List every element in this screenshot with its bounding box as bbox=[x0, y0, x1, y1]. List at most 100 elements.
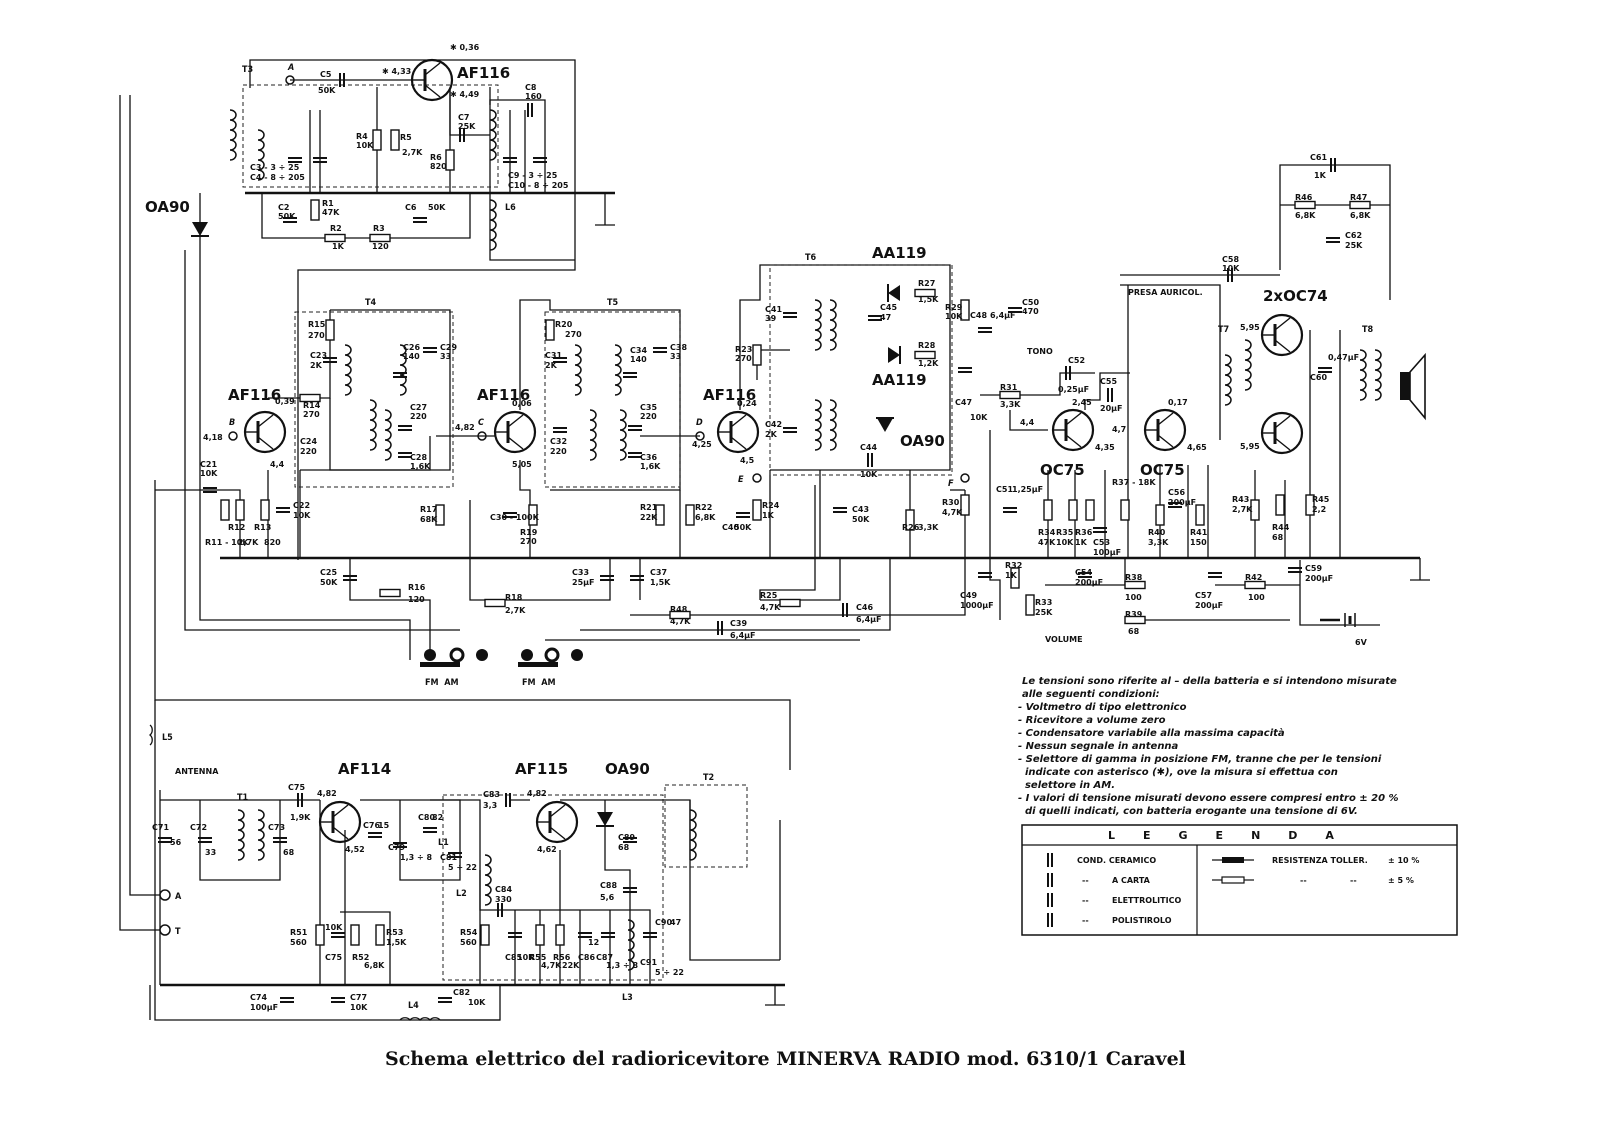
component-ref: R14 bbox=[303, 401, 321, 410]
transistor-label: AF116 bbox=[457, 64, 510, 82]
component-value: 270 bbox=[308, 331, 325, 340]
component-ref: C23 bbox=[310, 351, 327, 360]
component-ref: R28 bbox=[918, 341, 936, 350]
component-value: 68 bbox=[618, 843, 630, 852]
diode-label: OA90 bbox=[145, 198, 190, 216]
legend-dash: -- bbox=[1300, 876, 1307, 885]
diode-symbols bbox=[191, 222, 901, 827]
component-ref: R24 bbox=[762, 501, 780, 510]
passive-components bbox=[157, 72, 1371, 1003]
component-value: 2K bbox=[765, 430, 778, 439]
component-value: 2,7K bbox=[1232, 505, 1253, 514]
voltage-value: 4,5 bbox=[740, 456, 755, 465]
component-ref: C86 bbox=[578, 953, 595, 962]
component-value: 2K bbox=[545, 361, 558, 370]
component-ref: C50 bbox=[1022, 298, 1039, 307]
voltage-readings: ✱ 0,36 ✱ 4,33 ✱ 4,49 0,39 4,18 4,4 4,82 … bbox=[203, 43, 1260, 854]
note-line: indicate con asterisco (✱), ove la misur… bbox=[1018, 767, 1338, 778]
component-ref: R4 bbox=[356, 132, 368, 141]
component-ref: R42 bbox=[1245, 573, 1262, 582]
component-ref: R19 bbox=[520, 528, 538, 537]
note-line: - Selettore di gamma in posizione FM, tr… bbox=[1018, 754, 1382, 765]
legend-dash: -- bbox=[1082, 896, 1089, 905]
component-value: 33 bbox=[205, 848, 216, 857]
component-value: 2,7K bbox=[402, 148, 423, 157]
component-value: 1K bbox=[762, 511, 775, 520]
transistor-label: OC75 bbox=[1040, 461, 1085, 479]
test-point-label: A bbox=[287, 63, 294, 73]
component-value: 50K bbox=[852, 515, 870, 524]
component-value: 1,5K bbox=[386, 938, 407, 947]
component-ref: C32 bbox=[550, 437, 567, 446]
component-value: 6,8K bbox=[1295, 211, 1316, 220]
block-label: T6 bbox=[805, 253, 817, 263]
component-ref: C52 bbox=[1068, 356, 1085, 365]
component-ref: R5 bbox=[400, 133, 412, 142]
component-ref: R11 - 10K bbox=[205, 538, 249, 547]
component-value: 3,3 bbox=[483, 801, 497, 810]
component-ref: C90 bbox=[655, 918, 672, 927]
component-value: 20μF bbox=[1100, 404, 1122, 413]
component-value: 270 bbox=[520, 537, 537, 546]
note-line: - I valori di tensione misurati devono e… bbox=[1018, 793, 1399, 804]
component-value: 3,3K bbox=[918, 523, 939, 532]
measurement-notes: Le tensioni sono riferite al – della bat… bbox=[1018, 676, 1399, 817]
transistor-label: OC75 bbox=[1140, 461, 1185, 479]
block-label: L4 bbox=[408, 1001, 419, 1011]
component-value: 160 bbox=[525, 92, 542, 101]
component-value: 270 bbox=[303, 410, 320, 419]
component-ref: R13 bbox=[254, 523, 271, 532]
note-line: - Voltmetro di tipo elettronico bbox=[1018, 702, 1187, 713]
component-ref: R37 - 18K bbox=[1112, 478, 1156, 487]
component-ref: C51 bbox=[996, 485, 1013, 494]
component-ref: R29 bbox=[945, 303, 963, 312]
transistor-label: AF115 bbox=[515, 760, 568, 778]
note-line: selettore in AM. bbox=[1018, 780, 1115, 791]
component-ref: C31 bbox=[545, 351, 562, 360]
test-point-label: C bbox=[478, 418, 484, 428]
component-value: 6,4μF bbox=[856, 615, 882, 624]
voltage-value: 0,24 bbox=[737, 399, 757, 408]
component-ref: C75 bbox=[288, 783, 305, 792]
component-value: 50K bbox=[278, 212, 296, 221]
component-value: 10K bbox=[945, 312, 963, 321]
component-value: 10K bbox=[468, 998, 486, 1007]
component-ref: C80 bbox=[418, 813, 435, 822]
component-ref: C25 bbox=[320, 568, 337, 577]
component-value: 1K bbox=[1005, 571, 1018, 580]
component-value: 5 ÷ 22 bbox=[655, 968, 684, 977]
component-ref: R46 bbox=[1295, 193, 1313, 202]
component-value: 1,2K bbox=[918, 359, 939, 368]
component-ref: C77 bbox=[350, 993, 367, 1002]
component-value: 6,4μF bbox=[990, 311, 1016, 320]
component-value: 2,7K bbox=[505, 606, 526, 615]
component-ref: R2 bbox=[330, 224, 342, 233]
component-value: 120 bbox=[408, 595, 425, 604]
component-ref: R12 bbox=[228, 523, 245, 532]
component-value: 10K bbox=[200, 469, 218, 478]
component-value: 4,7K bbox=[541, 961, 562, 970]
component-ref: C39 bbox=[730, 619, 747, 628]
component-ref: C55 bbox=[1100, 377, 1117, 386]
component-ref: C10 - 8 ÷ 205 bbox=[508, 181, 569, 190]
component-ref: R40 bbox=[1148, 528, 1166, 537]
diode-label: AA119 bbox=[872, 371, 927, 389]
component-ref: R52 bbox=[352, 953, 369, 962]
component-ref: C62 bbox=[1345, 231, 1362, 240]
component-ref: R38 bbox=[1125, 573, 1143, 582]
component-value: 100 bbox=[1248, 593, 1265, 602]
component-ref: R6 bbox=[430, 153, 442, 162]
diode-label: OA90 bbox=[900, 432, 945, 450]
terminal-label: A bbox=[175, 892, 182, 902]
component-ref: C85 bbox=[505, 953, 522, 962]
diagram-caption: Schema elettrico del radioricevitore MIN… bbox=[385, 1048, 1186, 1070]
component-value: 25μF bbox=[572, 578, 594, 587]
component-ref: R30 bbox=[942, 498, 960, 507]
component-ref: R3 bbox=[373, 224, 385, 233]
component-value: 1K bbox=[1314, 171, 1327, 180]
voltage-value: 4,18 bbox=[203, 433, 223, 442]
test-point-label: E bbox=[738, 475, 744, 485]
component-ref: R1 bbox=[322, 199, 334, 208]
component-value: 820 bbox=[264, 538, 281, 547]
component-value: 1K bbox=[332, 242, 345, 251]
